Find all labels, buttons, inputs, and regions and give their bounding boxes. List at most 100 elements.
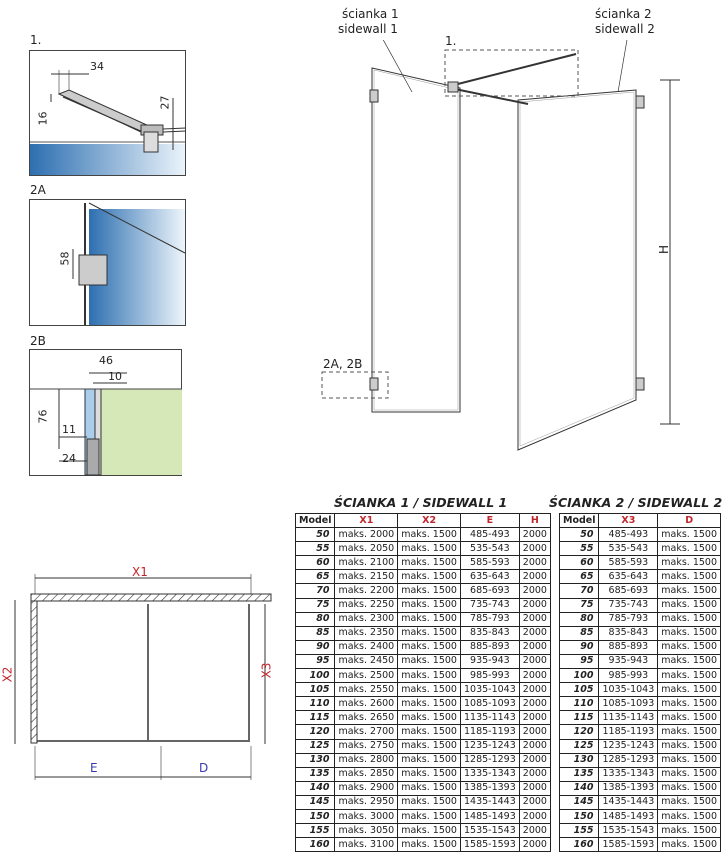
table1-header-cell: X2 <box>397 512 461 529</box>
table2-cell: 90 <box>558 639 600 655</box>
table1-cell: 1185-1193 <box>459 724 520 740</box>
table2-header-cell: Model <box>558 512 600 529</box>
table1-title: ŚCIANKA 1 / SIDEWALL 1 <box>334 495 508 510</box>
table2-cell: 635-643 <box>598 569 659 585</box>
table2-cell: maks. 1500 <box>657 696 722 712</box>
table1-cell: maks. 2950 <box>334 794 399 810</box>
table2-cell: maks. 1500 <box>657 653 722 670</box>
table2-cell: maks. 1500 <box>657 541 722 557</box>
wall2-label-pl: ścianka 2 <box>595 7 652 21</box>
table1-cell: maks. 2900 <box>334 780 399 796</box>
table1-cell: 2000 <box>518 794 551 810</box>
table1-cell: 70 <box>294 583 336 599</box>
table1-cell: 2000 <box>518 682 551 698</box>
table1-cell: maks. 1500 <box>397 611 461 627</box>
table1-cell: 1085-1093 <box>459 696 520 712</box>
table2-cell: maks. 1500 <box>657 710 722 726</box>
detail-2b-dim-46: 46 <box>99 354 113 367</box>
table1-cell: maks. 2100 <box>334 555 399 571</box>
table1-cell: 105 <box>294 682 336 698</box>
table1-cell: 65 <box>294 569 336 585</box>
table1-cell: maks. 3050 <box>334 823 399 839</box>
table2-cell: maks. 1500 <box>657 682 722 698</box>
detail-2b-title: 2B <box>30 334 46 348</box>
table1-cell: 50 <box>294 527 336 543</box>
table1-cell: maks. 1500 <box>397 738 461 754</box>
plan-e-label: E <box>90 761 98 775</box>
table2-cell: 55 <box>558 541 600 557</box>
table2-cell: 105 <box>558 682 600 698</box>
table1-cell: maks. 2300 <box>334 611 399 627</box>
table2-cell: 1435-1443 <box>598 794 659 810</box>
table1-cell: 2000 <box>518 583 551 599</box>
table2-cell: maks. 1500 <box>657 555 722 571</box>
table1-cell: 130 <box>294 752 336 768</box>
detail-1-title: 1. <box>30 33 42 47</box>
wall2-label-en: sidewall 2 <box>595 22 655 36</box>
table2-cell: maks. 1500 <box>657 738 722 754</box>
table1-cell: 2000 <box>518 625 551 641</box>
table1-cell: 2000 <box>518 555 551 571</box>
table2-cell: 585-593 <box>598 555 659 571</box>
plan-x2-label: X2 <box>0 666 15 683</box>
table2-cell: 115 <box>558 710 600 726</box>
table2-cell: 835-843 <box>598 625 659 641</box>
table2-cell: maks. 1500 <box>657 527 722 543</box>
table1-cell: 835-843 <box>459 625 520 641</box>
table1-cell: 85 <box>294 625 336 641</box>
table2-cell: 140 <box>558 780 600 796</box>
table1-cell: 2000 <box>518 823 551 839</box>
table1-cell: 2000 <box>518 611 551 627</box>
table2-cell: maks. 1500 <box>657 611 722 627</box>
table2-cell: 1485-1493 <box>598 808 659 825</box>
table1-cell: maks. 2050 <box>334 541 399 557</box>
table2-cell: maks. 1500 <box>657 625 722 641</box>
table2-cell: maks. 1500 <box>657 837 722 853</box>
table2-cell: 535-543 <box>598 541 659 557</box>
table1-cell: maks. 1500 <box>397 837 461 853</box>
table1-cell: 2000 <box>518 738 551 754</box>
table2-cell: 785-793 <box>598 611 659 627</box>
table2-cell: maks. 1500 <box>657 752 722 768</box>
table1-cell: 885-893 <box>459 639 520 655</box>
table1-cell: 2000 <box>518 696 551 712</box>
table1-cell: 1435-1443 <box>459 794 520 810</box>
table1-cell: 635-643 <box>459 569 520 585</box>
table1-cell: maks. 2400 <box>334 639 399 655</box>
height-label: H <box>657 244 672 255</box>
table1-cell: maks. 1500 <box>397 569 461 585</box>
detail-2a-title: 2A <box>30 183 46 197</box>
table1-cell: 1235-1243 <box>459 738 520 754</box>
table1-cell: 120 <box>294 724 336 740</box>
wall1-label-en: sidewall 1 <box>338 22 398 36</box>
table1-cell: 140 <box>294 780 336 796</box>
table1-cell: 585-593 <box>459 555 520 571</box>
table2-cell: 155 <box>558 823 600 839</box>
table1-cell: maks. 1500 <box>397 780 461 796</box>
table2-cell: 120 <box>558 724 600 740</box>
table1-cell: maks. 3100 <box>334 837 399 853</box>
table1-cell: maks. 1500 <box>397 541 461 557</box>
table2-cell: 80 <box>558 611 600 627</box>
table2-cell: 75 <box>558 597 600 613</box>
